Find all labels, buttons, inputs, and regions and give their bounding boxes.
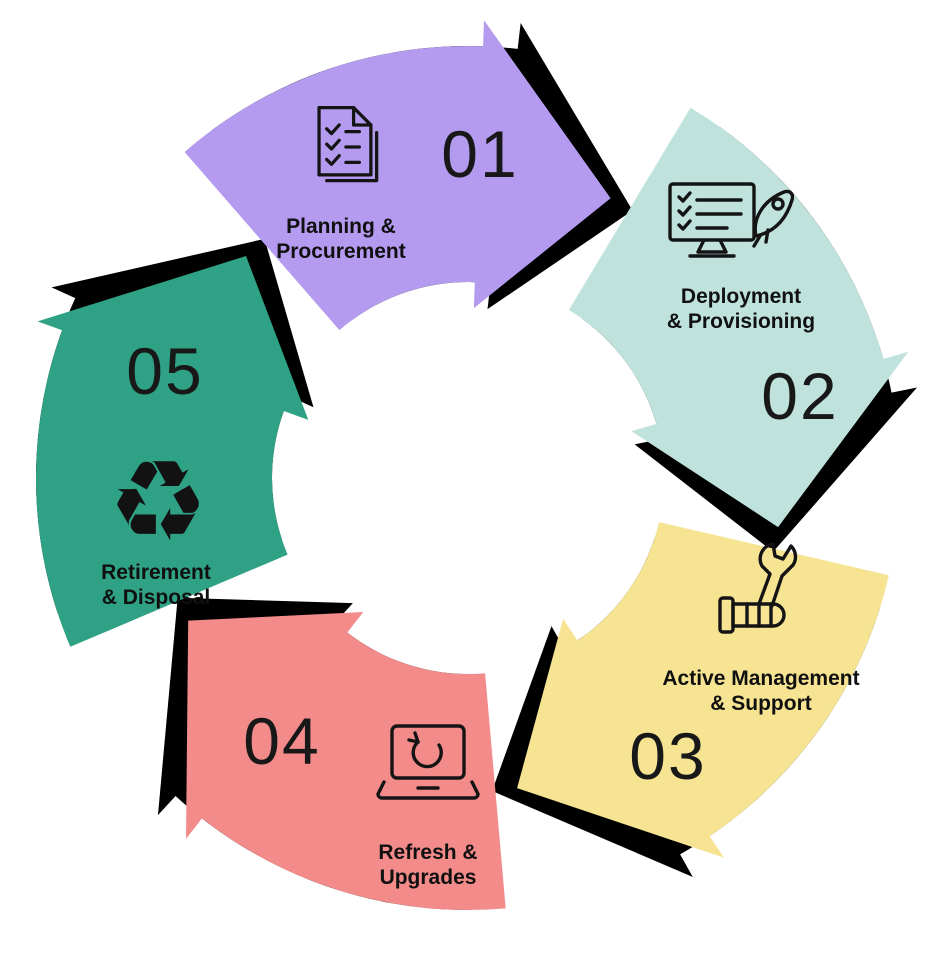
checklist-document-icon — [296, 100, 392, 201]
laptop-refresh-icon — [368, 720, 488, 817]
label-line: Planning & — [286, 215, 396, 238]
segment-label-04: Refresh & Upgrades — [318, 840, 538, 890]
segment-label-03: Active Management & Support — [641, 666, 881, 716]
label-line: Upgrades — [379, 866, 477, 890]
segment-number-04: 04 — [243, 704, 321, 778]
segment-number-03: 03 — [629, 719, 707, 793]
label-line: Deployment — [680, 285, 802, 308]
label-line: & Disposal — [101, 586, 211, 610]
segment-number-02: 02 — [761, 359, 839, 433]
label-line: Retirement — [101, 561, 211, 584]
segment-number-05: 05 — [126, 334, 204, 408]
label-line: & Support — [710, 692, 812, 716]
label-line: Refresh & — [378, 841, 478, 864]
label-line: & Provisioning — [666, 310, 816, 334]
label-line: Active Management — [662, 667, 860, 690]
segment-label-02: Deployment & Provisioning — [626, 284, 856, 334]
wrench-hand-icon — [712, 536, 812, 651]
segment-label-05: Retirement & Disposal — [46, 560, 266, 610]
monitor-rocket-icon — [664, 176, 795, 281]
segment-label-01: Planning & Procurement — [226, 214, 456, 264]
segment-number-01: 01 — [441, 117, 519, 191]
recycle-icon: ♻ — [107, 437, 209, 567]
label-line: Procurement — [276, 240, 406, 264]
